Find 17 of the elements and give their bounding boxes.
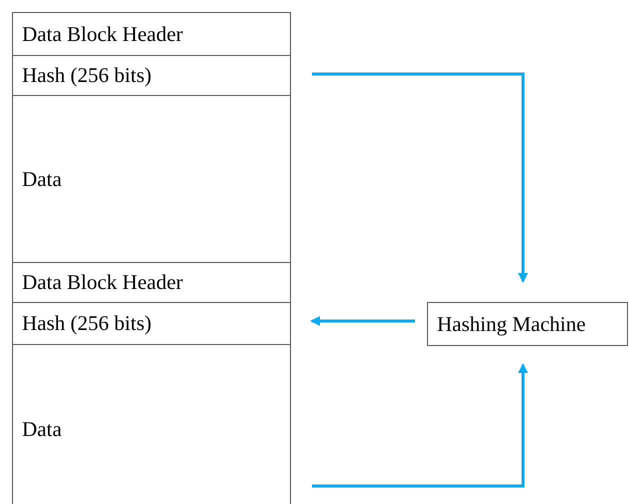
hash-cell <box>12 55 291 96</box>
process-box <box>427 302 628 346</box>
arrow <box>310 316 415 326</box>
label-text: Hash (256 bits) <box>22 310 152 337</box>
label-text: Hashing Machine <box>437 310 587 338</box>
label-text: Data Block Header <box>22 20 184 48</box>
hash-cell <box>12 302 291 345</box>
label-text: Data <box>22 416 63 443</box>
data-cell <box>12 95 291 263</box>
header-cell <box>12 12 291 56</box>
label-text: Hash (256 bits) <box>22 62 152 89</box>
label-text: Data <box>22 166 63 192</box>
arrow <box>312 363 528 488</box>
arrow <box>312 72 528 283</box>
header-cell <box>12 262 291 303</box>
data-cell <box>12 344 291 504</box>
label-text: Data Block Header <box>22 269 184 296</box>
